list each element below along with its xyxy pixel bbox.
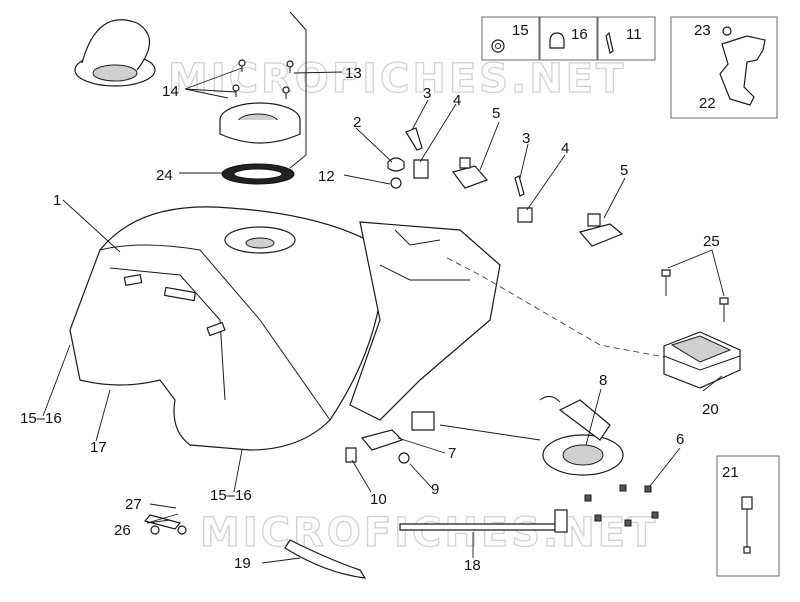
- inset-box-21: [716, 455, 780, 577]
- label-part-24: 24: [156, 167, 173, 184]
- label-part-2: 2: [353, 114, 361, 131]
- label-part-19: 19: [234, 555, 251, 572]
- label-part-21: 21: [722, 464, 739, 481]
- label-part-11: 11: [626, 26, 642, 43]
- label-part-12: 12: [318, 168, 335, 185]
- label-part-5-top: 5: [492, 105, 500, 122]
- label-part-7: 7: [448, 445, 456, 462]
- label-part-14: 14: [162, 83, 179, 100]
- label-part-15-16-bottom: 15–16: [210, 487, 252, 504]
- screws-and-clips: [387, 127, 624, 247]
- fuel-hose: [399, 509, 568, 533]
- label-part-15: 15: [512, 22, 529, 39]
- fuel-pump: [411, 396, 624, 476]
- pump-brackets: [345, 429, 410, 464]
- label-part-17: 17: [90, 439, 107, 456]
- label-part-27: 27: [125, 496, 142, 513]
- ecu-module: [661, 269, 741, 389]
- fuel-tank: [69, 206, 501, 451]
- drain-hose: [284, 539, 367, 579]
- label-part-25: 25: [703, 233, 720, 250]
- fuel-cap-assembly: [74, 11, 307, 169]
- inset-box-15: [481, 16, 540, 61]
- label-part-4-mid: 4: [561, 140, 569, 157]
- inset-box-11: [597, 16, 656, 61]
- label-part-13: 13: [345, 65, 362, 82]
- tank-cap-gasket: [221, 163, 295, 185]
- watermark-top: MICROFICHES.NET: [168, 56, 626, 102]
- label-part-23: 23: [694, 22, 711, 39]
- label-part-6: 6: [676, 431, 684, 448]
- label-part-16: 16: [571, 26, 588, 43]
- label-part-15-16-left: 15–16: [20, 410, 62, 427]
- label-part-20: 20: [702, 401, 719, 418]
- label-part-5-mid: 5: [620, 162, 628, 179]
- label-part-3-mid: 3: [522, 130, 530, 147]
- watermark-bottom: MICROFICHES.NET: [200, 510, 658, 556]
- label-part-10: 10: [370, 491, 387, 508]
- inset-box-22-23: [670, 16, 778, 119]
- label-part-4-top: 4: [453, 92, 461, 109]
- inset-box-16: [539, 16, 598, 61]
- label-part-9: 9: [431, 481, 439, 498]
- label-part-22: 22: [699, 95, 716, 112]
- label-part-3-top: 3: [423, 85, 431, 102]
- leader-lines: [42, 67, 725, 564]
- label-part-1: 1: [53, 192, 61, 209]
- label-part-8: 8: [599, 372, 607, 389]
- pump-screws: [584, 484, 659, 527]
- label-part-18: 18: [464, 557, 481, 574]
- label-part-26: 26: [114, 522, 131, 539]
